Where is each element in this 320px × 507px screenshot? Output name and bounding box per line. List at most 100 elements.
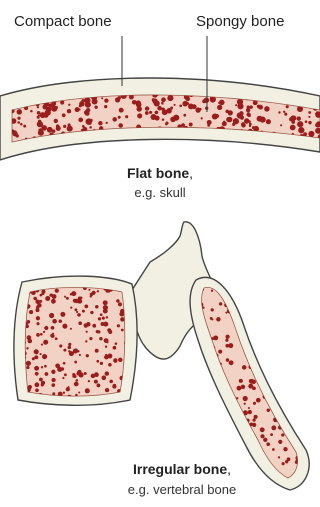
trabecula-dot: [125, 115, 128, 118]
trabecula-dot: [35, 300, 39, 304]
trabecula-dot: [145, 111, 149, 115]
trabecula-dot: [42, 104, 47, 109]
trabecula-dot: [266, 442, 270, 446]
trabecula-dot: [28, 339, 33, 344]
trabecula-dot: [84, 372, 87, 375]
trabecula-dot: [260, 434, 264, 438]
trabecula-dot: [296, 328, 301, 333]
trabecula-dot: [42, 354, 47, 359]
trabecula-dot: [120, 142, 124, 146]
trabecula-dot: [262, 319, 266, 323]
trabecula-dot: [284, 374, 288, 378]
trabecula-dot: [201, 380, 203, 382]
trabecula-dot: [266, 119, 271, 124]
trabecula-dot: [162, 118, 165, 121]
trabecula-dot: [209, 395, 213, 399]
trabecula-dot: [80, 297, 83, 300]
spongy-bone-label: Spongy bone: [196, 13, 284, 30]
trabecula-dot: [17, 109, 22, 114]
trabecula-dot: [273, 332, 275, 334]
trabecula-dot: [90, 311, 93, 314]
trabecula-dot: [51, 299, 56, 304]
trabecula-dot: [298, 85, 304, 91]
trabecula-dot: [35, 388, 39, 392]
trabecula-dot: [17, 121, 20, 124]
trabecula-dot: [41, 381, 45, 385]
trabecula-dot: [50, 293, 53, 296]
trabecula-dot: [41, 125, 47, 131]
trabecula-dot: [36, 322, 39, 325]
trabecula-dot: [112, 384, 116, 388]
trabecula-dot: [225, 344, 229, 348]
irregular-bone-comma: ,: [227, 461, 231, 477]
trabecula-dot: [246, 112, 250, 116]
trabecula-dot: [200, 379, 203, 382]
trabecula-dot: [200, 417, 204, 421]
trabecula-dot: [96, 330, 99, 333]
trabecula-dot: [170, 117, 176, 123]
trabecula-dot: [63, 349, 66, 352]
trabecula-dot: [70, 293, 73, 296]
trabecula-dot: [281, 372, 283, 374]
trabecula-dot: [253, 293, 257, 297]
trabecula-dot: [154, 141, 157, 144]
trabecula-dot: [214, 393, 219, 398]
trabecula-dot: [52, 392, 55, 395]
trabecula-dot: [41, 344, 43, 346]
trabecula-dot: [136, 106, 141, 111]
trabecula-dot: [88, 380, 90, 382]
trabecula-dot: [229, 360, 234, 365]
trabecula-dot: [231, 434, 234, 437]
trabecula-dot: [269, 379, 271, 381]
trabecula-dot: [66, 297, 69, 300]
trabecula-dot: [39, 378, 43, 382]
trabecula-dot: [95, 305, 98, 308]
trabecula-dot: [290, 125, 296, 131]
trabecula-dot: [210, 434, 213, 437]
trabecula-dot: [298, 368, 301, 371]
trabecula-dot: [260, 427, 265, 432]
trabecula-dot: [278, 111, 280, 113]
trabecula-dot: [172, 143, 175, 146]
trabecula-dot: [248, 407, 250, 409]
trabecula-dot: [279, 318, 283, 322]
trabecula-dot: [63, 125, 66, 128]
trabecula-dot: [119, 312, 124, 317]
trabecula-dot: [197, 370, 200, 373]
trabecula-dot: [292, 306, 295, 309]
trabecula-dot: [286, 105, 289, 108]
trabecula-dot: [266, 313, 270, 317]
trabecula-dot: [94, 105, 97, 108]
trabecula-dot: [272, 448, 275, 451]
trabecula-dot: [294, 381, 297, 384]
trabecula-dot: [279, 314, 284, 319]
trabecula-dot: [95, 349, 99, 353]
trabecula-dot: [244, 403, 246, 405]
trabecula-dot: [271, 365, 274, 368]
trabecula-dot: [89, 119, 92, 122]
trabecula-dot: [101, 322, 105, 326]
trabecula-dot: [27, 320, 31, 324]
trabecula-dot: [56, 124, 60, 128]
trabecula-dot: [38, 130, 44, 136]
trabecula-dot: [59, 320, 62, 323]
trabecula-dot: [199, 108, 201, 110]
trabecula-dot: [271, 426, 276, 431]
trabecula-dot: [85, 388, 90, 393]
trabecula-dot: [33, 297, 37, 301]
trabecula-dot: [67, 386, 69, 388]
trabecula-dot: [315, 113, 317, 115]
trabecula-dot: [109, 331, 112, 334]
trabecula-dot: [100, 313, 103, 316]
trabecula-dot: [68, 123, 71, 126]
trabecula-dot: [101, 97, 103, 99]
trabecula-dot: [268, 319, 273, 324]
trabecula-dot: [161, 102, 163, 104]
trabecula-dot: [155, 116, 160, 121]
trabecula-dot: [252, 386, 256, 390]
trabecula-dot: [118, 96, 121, 99]
trabecula-dot: [283, 447, 287, 451]
trabecula-dot: [170, 107, 173, 110]
trabecula-dot: [200, 374, 205, 379]
trabecula-dot: [208, 433, 211, 436]
